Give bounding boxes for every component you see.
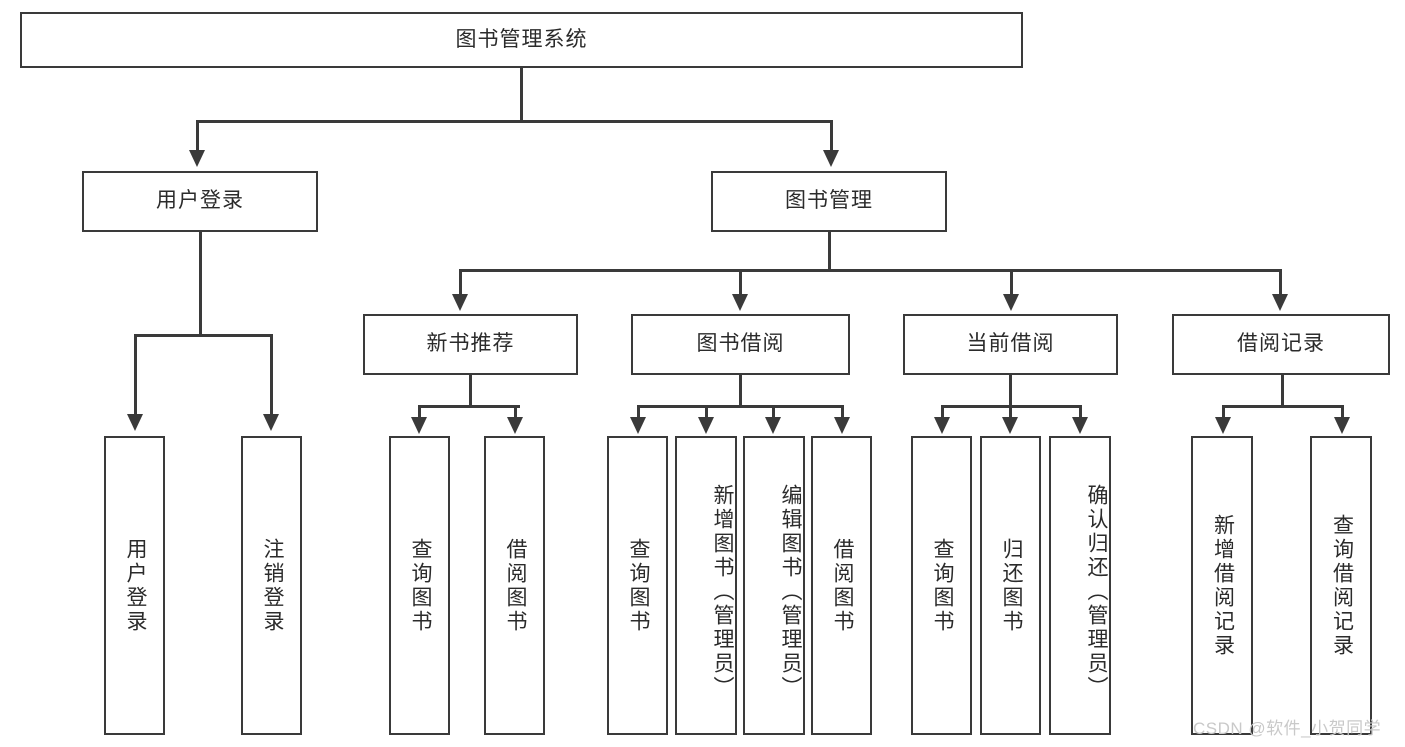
node-label: 注销登录 [260, 537, 284, 634]
node-leaf-query-record[interactable]: 查询借阅记录 [1310, 436, 1372, 735]
node-label: 借阅图书 [503, 537, 527, 634]
node-label: 查询图书 [930, 537, 954, 634]
connector-drop-borrow-book-1 [514, 405, 517, 419]
node-label: 用户登录 [123, 537, 147, 634]
connector-drop-current-borrow [1010, 269, 1013, 297]
node-label: 查询图书 [408, 537, 432, 634]
connector-level2-bus [196, 120, 833, 123]
node-label: 当前借阅 [966, 332, 1055, 356]
node-leaf-add-book[interactable]: 新增图书（管理员） [675, 436, 737, 735]
arrowhead-add-book [698, 417, 714, 434]
connector-drop-leaf-logout-login [270, 334, 273, 416]
node-leaf-return-book[interactable]: 归还图书 [980, 436, 1041, 735]
connector-drop-confirm-return [1079, 405, 1082, 419]
node-label: 确认归还（管理员） [1085, 483, 1108, 700]
connector-drop-add-record [1222, 405, 1225, 419]
node-label: 借阅记录 [1237, 332, 1325, 356]
node-label: 用户登录 [156, 189, 244, 213]
arrowhead-user-login [189, 150, 205, 167]
arrowhead-new-book-recommend [452, 294, 468, 311]
node-current-borrow[interactable]: 当前借阅 [903, 314, 1118, 375]
arrowhead-leaf-user-login [127, 414, 143, 431]
node-leaf-edit-book[interactable]: 编辑图书（管理员） [743, 436, 805, 735]
node-leaf-add-record[interactable]: 新增借阅记录 [1191, 436, 1253, 735]
node-leaf-logout-login[interactable]: 注销登录 [241, 436, 302, 735]
arrowhead-current-borrow [1003, 294, 1019, 311]
connector-drop-query-book-2 [637, 405, 640, 419]
node-book-management-system[interactable]: 图书管理系统 [20, 12, 1023, 68]
connector-drop-user-login [196, 120, 199, 152]
node-label: 图书管理 [785, 189, 873, 213]
connector-drop-book-borrow [739, 269, 742, 297]
node-label: 新书推荐 [426, 332, 515, 356]
csdn-watermark: CSDN @软件_小贺同学 [1193, 719, 1382, 738]
connector-drop-leaf-user-login [134, 334, 137, 416]
connector-book-borrow-stem [739, 375, 742, 407]
node-new-book-recommend[interactable]: 新书推荐 [363, 314, 578, 375]
node-label: 归还图书 [999, 537, 1023, 634]
node-label: 编辑图书（管理员） [779, 483, 802, 700]
arrowhead-query-book-2 [630, 417, 646, 434]
arrowhead-borrow-book-2 [834, 417, 850, 434]
node-label: 借阅图书 [830, 537, 854, 634]
arrowhead-query-book-1 [411, 417, 427, 434]
connector-drop-borrow-record [1279, 269, 1282, 297]
node-borrow-record[interactable]: 借阅记录 [1172, 314, 1390, 375]
arrowhead-borrow-record [1272, 294, 1288, 311]
connector-drop-query-book-1 [418, 405, 421, 419]
connector-drop-borrow-book-2 [841, 405, 844, 419]
node-label: 新增借阅记录 [1211, 513, 1235, 658]
node-book-borrow[interactable]: 图书借阅 [631, 314, 850, 375]
node-leaf-query-book-3[interactable]: 查询图书 [911, 436, 972, 735]
connector-user-login-bus [134, 334, 272, 337]
connector-current-borrow-stem [1009, 375, 1012, 407]
arrowhead-borrow-book-1 [507, 417, 523, 434]
node-user-login[interactable]: 用户登录 [82, 171, 318, 232]
node-leaf-query-book-2[interactable]: 查询图书 [607, 436, 668, 735]
arrowhead-edit-book [765, 417, 781, 434]
connector-drop-return-book [1009, 405, 1012, 419]
connector-drop-book-management [830, 120, 833, 152]
connector-drop-edit-book [772, 405, 775, 419]
connector-drop-new-book-recommend [459, 269, 462, 297]
node-book-management[interactable]: 图书管理 [711, 171, 947, 232]
connector-level3-bus [459, 269, 1281, 272]
arrowhead-add-record [1215, 417, 1231, 434]
connector-new-book-recommend-stem [469, 375, 472, 407]
node-label: 图书借阅 [696, 332, 785, 356]
node-label: 新增图书（管理员） [711, 483, 734, 700]
node-label: 图书管理系统 [455, 27, 588, 51]
node-leaf-confirm-return[interactable]: 确认归还（管理员） [1049, 436, 1111, 735]
connector-borrow-record-bus [1222, 405, 1343, 408]
connector-book-borrow-bus [637, 405, 843, 408]
arrowhead-return-book [1002, 417, 1018, 434]
connector-borrow-record-stem [1281, 375, 1284, 407]
node-leaf-query-book-1[interactable]: 查询图书 [389, 436, 450, 735]
arrowhead-query-book-3 [934, 417, 950, 434]
connector-root-stem [520, 68, 523, 120]
arrowhead-book-borrow [732, 294, 748, 311]
connector-book-management-stem [828, 232, 831, 272]
node-leaf-borrow-book-1[interactable]: 借阅图书 [484, 436, 545, 735]
connector-drop-add-book [705, 405, 708, 419]
arrowhead-leaf-logout-login [263, 414, 279, 431]
connector-user-login-stem [199, 232, 202, 336]
connector-new-book-recommend-bus [418, 405, 520, 408]
node-label: 查询借阅记录 [1330, 513, 1354, 658]
connector-drop-query-book-3 [941, 405, 944, 419]
arrowhead-query-record [1334, 417, 1350, 434]
arrowhead-book-management [823, 150, 839, 167]
connector-drop-query-record [1341, 405, 1344, 419]
node-leaf-user-login[interactable]: 用户登录 [104, 436, 165, 735]
node-label: 查询图书 [626, 537, 650, 634]
node-leaf-borrow-book-2[interactable]: 借阅图书 [811, 436, 872, 735]
arrowhead-confirm-return [1072, 417, 1088, 434]
